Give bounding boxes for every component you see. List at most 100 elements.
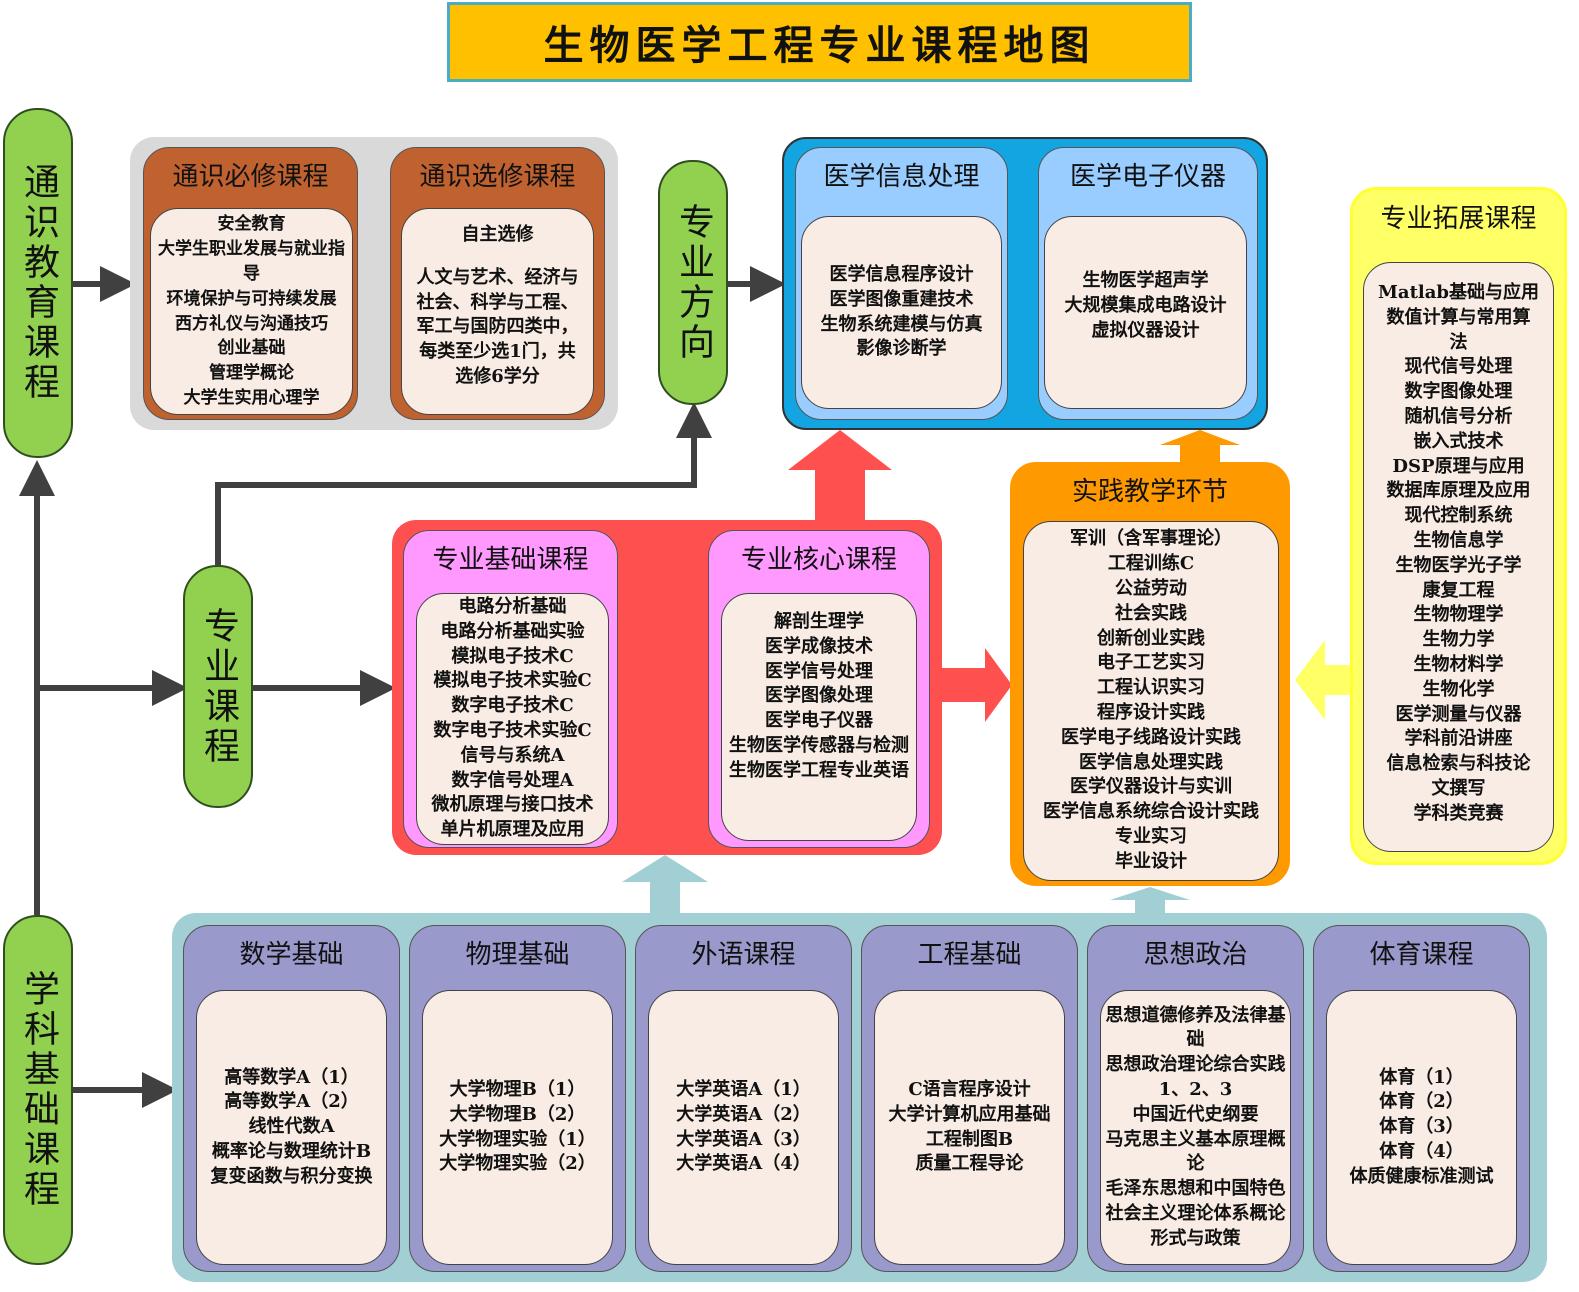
card-title: 通识选修课程 — [419, 162, 576, 192]
pillar-foundation-courses: 学科基础课程 — [3, 915, 73, 1265]
course-item: 毛泽东思想和中国特色社会主义理论体系概论 — [1105, 1178, 1286, 1224]
course-list: 思想道德修养及法律基础思想政治理论综合实践1、2、3 中国近代史纲要马克思主义基本… — [1100, 990, 1291, 1265]
extension-card: 专业拓展课程 Matlab基础与应用数值计算与常用算法现代信号处理数字图像处理随… — [1350, 187, 1567, 865]
course-item: 生物医学工程专业英语 — [729, 759, 909, 781]
general-required-card: 通识必修课程 安全教育大学生职业发展与就业指导环境保护与可持续发展西方礼仪与沟通… — [143, 147, 358, 420]
course-item: 数字电子技术C — [451, 695, 574, 717]
direction-card: 医学电子仪器 生物医学超声学大规模集成电路设计虚拟仪器设计 — [1038, 147, 1258, 420]
course-list: 医学信息程序设计医学图像重建技术生物系统建模与仿真影像诊断学 — [801, 216, 1002, 409]
pillar-general-education: 通识教育课程 — [3, 108, 73, 458]
course-item: 形式与政策 — [1150, 1227, 1241, 1249]
course-item: 数值计算与常用算法 — [1386, 306, 1531, 353]
course-item: 高等数学A（2） — [224, 1091, 359, 1113]
page-title: 生物医学工程专业课程地图 — [447, 2, 1192, 82]
course-item: 马克思主义基本原理概论 — [1105, 1128, 1286, 1175]
course-item: 体质健康标准测试 — [1349, 1165, 1494, 1187]
course-item: 质量工程导论 — [915, 1153, 1024, 1175]
course-item: 思想道德修养及法律基础 — [1105, 1004, 1286, 1051]
course-list: 解剖生理学医学成像技术医学信号处理医学图像处理医学电子仪器生物医学传感器与检测生… — [721, 593, 917, 841]
foundation-card: 物理基础 大学物理B（1）大学物理B（2）大学物理实验（1）大学物理实验（2） — [409, 925, 626, 1272]
course-item: 医学信息处理实践 — [1079, 751, 1223, 773]
course-item: 概率论与数理统计B — [211, 1140, 372, 1162]
course-item: 医学电子线路设计实践 — [1061, 726, 1241, 748]
course-item: 生物材料学 — [1413, 653, 1504, 675]
course-item: 大学英语A（1） — [676, 1078, 811, 1100]
course-item: 体育（3） — [1379, 1116, 1464, 1138]
arrow-teal-up-2 — [1110, 887, 1190, 913]
card-title: 医学信息处理 — [823, 162, 980, 192]
course-item: 复变函数与积分变换 — [210, 1165, 373, 1187]
course-item: 大学英语A（4） — [676, 1153, 811, 1175]
course-list: 大学英语A（1）大学英语A（2）大学英语A（3）大学英语A（4） — [648, 990, 839, 1265]
course-item: 医学图像重建技术 — [829, 288, 974, 310]
card-title: 专业基础课程 — [432, 545, 589, 575]
course-item: 公益劳动 — [1115, 578, 1187, 600]
course-list: 自主选修人文与艺术、经济与社会、科学与工程、军工与国防四类中，每类至少选1门，共… — [401, 208, 594, 415]
direction-card: 医学信息处理 医学信息程序设计医学图像重建技术生物系统建模与仿真影像诊断学 — [795, 147, 1008, 420]
course-item: 体育（4） — [1379, 1140, 1464, 1162]
course-item: 数字图像处理 — [1404, 381, 1513, 403]
course-item: 创业基础 — [217, 338, 286, 359]
course-item: 中国近代史纲要 — [1132, 1103, 1259, 1125]
card-title: 物理基础 — [465, 940, 570, 970]
course-item: DSP原理与应用 — [1392, 455, 1525, 477]
foundation-card: 外语课程 大学英语A（1）大学英语A（2）大学英语A（3）大学英语A（4） — [635, 925, 852, 1272]
course-item: 医学信息系统综合设计实践 — [1043, 801, 1259, 823]
course-item: 模拟电子技术C — [451, 645, 574, 667]
course-item: 体育（2） — [1379, 1091, 1464, 1113]
course-item: 西方礼仪与沟通技巧 — [175, 313, 328, 334]
course-item: 程序设计实践 — [1097, 702, 1205, 723]
course-item: 专业实习 — [1115, 825, 1187, 847]
course-item: 学科类竞赛 — [1413, 802, 1504, 824]
major-core-card: 专业核心课程 解剖生理学医学成像技术医学信号处理医学图像处理医学电子仪器生物医学… — [708, 530, 930, 848]
card-title: 通识必修课程 — [172, 162, 329, 192]
course-item: 医学信息程序设计 — [829, 263, 974, 285]
course-item: 创新创业实践 — [1097, 627, 1205, 649]
course-item: 医学电子仪器 — [765, 710, 873, 732]
course-item: 虚拟仪器设计 — [1091, 319, 1200, 341]
arrow-red-up — [788, 430, 892, 520]
course-item: 现代控制系统 — [1404, 505, 1513, 527]
course-item: 单片机原理及应用 — [440, 819, 585, 841]
course-item: 解剖生理学 — [774, 611, 864, 632]
general-elective-card: 通识选修课程 自主选修人文与艺术、经济与社会、科学与工程、军工与国防四类中，每类… — [390, 147, 605, 420]
card-title: 思想政治 — [1143, 940, 1248, 970]
course-item: 大学计算机应用基础 — [888, 1103, 1051, 1125]
card-title: 医学电子仪器 — [1069, 162, 1226, 192]
course-item: 医学成像技术 — [765, 635, 873, 657]
course-item: 大学物理B（1） — [449, 1078, 586, 1100]
course-item: 电路分析基础实验 — [440, 620, 585, 642]
course-item: 数字电子技术实验C — [433, 720, 592, 741]
course-item: 医学测量与仪器 — [1395, 703, 1522, 725]
course-item: 大学英语A（3） — [676, 1128, 811, 1150]
course-item: 高等数学A（1） — [224, 1066, 359, 1088]
course-item: 体育（1） — [1379, 1066, 1464, 1088]
course-item: 生物力学 — [1422, 629, 1495, 651]
course-list: 生物医学超声学大规模集成电路设计虚拟仪器设计 — [1044, 216, 1247, 409]
arrow-teal-up-1 — [622, 855, 708, 913]
course-item: C语言程序设计 — [908, 1078, 1031, 1100]
pillar-direction: 专业方向 — [658, 160, 728, 405]
course-item: 环境保护与可持续发展 — [166, 288, 337, 309]
course-item: 信号与系统A — [460, 744, 565, 766]
course-list: 体育（1） 体育（2） 体育（3）体育（4） 体质健康标准测试 — [1326, 990, 1517, 1265]
course-item: 管理学概论 — [209, 363, 294, 384]
course-item: 数据库原理及应用 — [1386, 480, 1531, 502]
course-item: 大规模集成电路设计 — [1064, 294, 1227, 316]
card-title: 外语课程 — [691, 940, 796, 970]
course-item: 工程训练C — [1107, 553, 1195, 575]
course-item: 信息检索与科技论文撰写 — [1386, 753, 1531, 799]
arrow-major-to-direction — [215, 402, 712, 565]
course-item: 生物医学光子学 — [1395, 554, 1522, 576]
course-item: 生物医学超声学 — [1082, 270, 1209, 291]
course-item: 线性代数A — [248, 1116, 335, 1138]
course-item: 思想政治理论综合实践1、2、3 — [1105, 1054, 1286, 1100]
course-list: 安全教育大学生职业发展与就业指导环境保护与可持续发展西方礼仪与沟通技巧创业基础管… — [150, 208, 353, 415]
